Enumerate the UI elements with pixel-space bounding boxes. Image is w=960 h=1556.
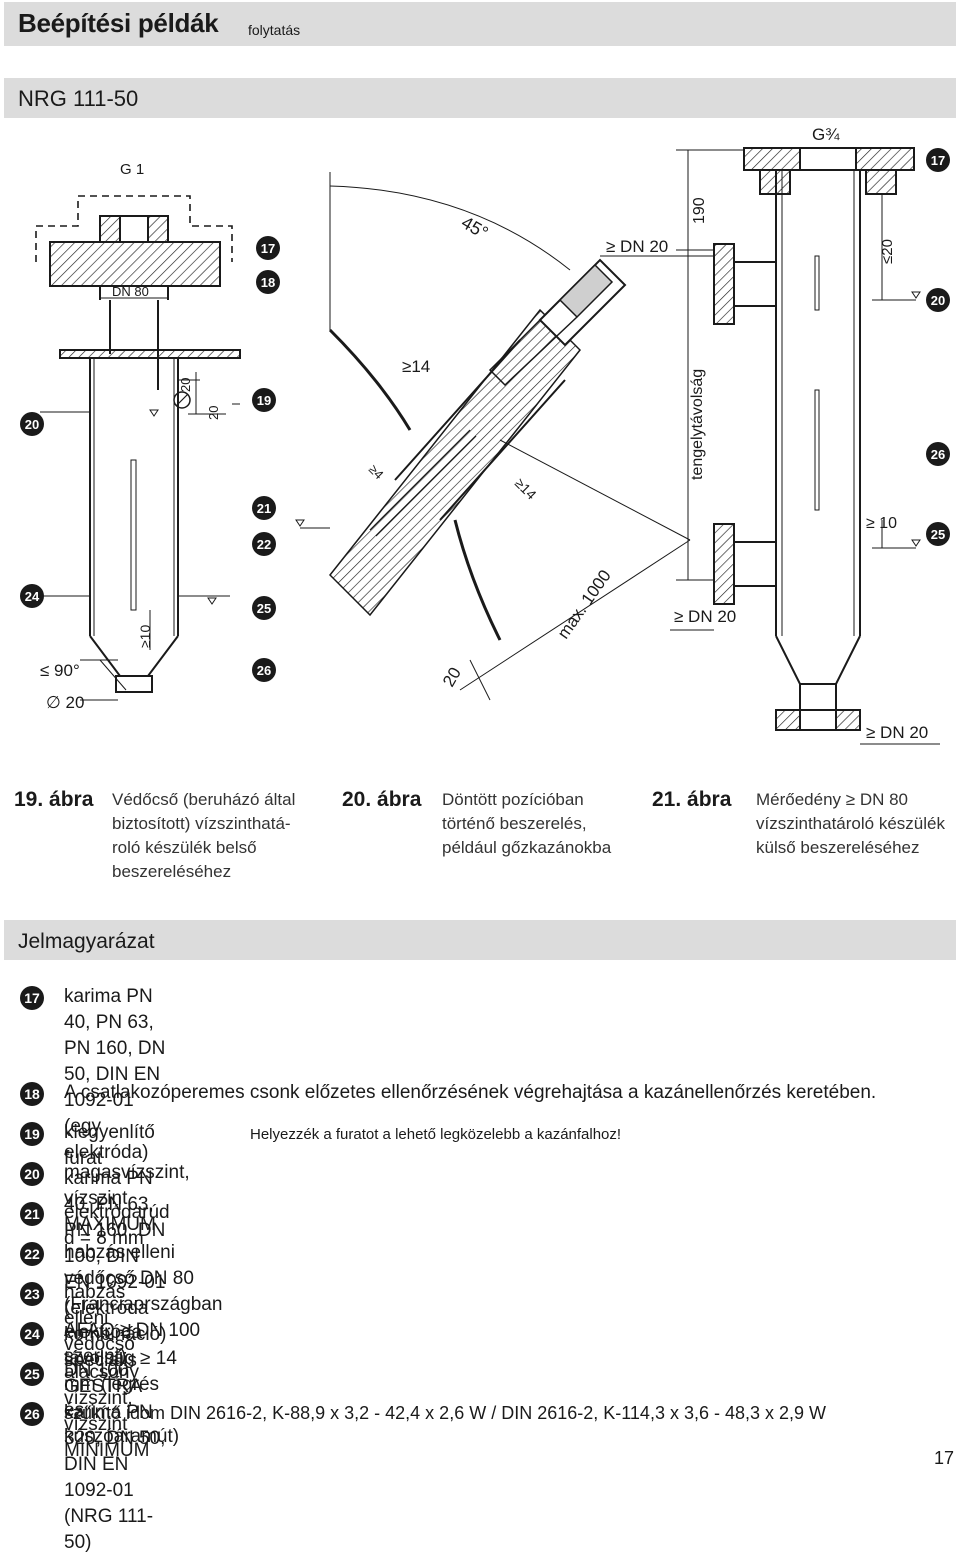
caption-21-text: Mérőedény ≥ DN 80 vízszinthatároló készü…	[756, 790, 945, 857]
legend-badge: 19	[20, 1122, 44, 1146]
badge-25: 25	[931, 527, 945, 542]
figure-21-drawing	[600, 147, 940, 745]
header-bar	[4, 2, 956, 46]
legend-text: szűkítő idom DIN 2616-2, K-88,9 x 3,2 - …	[64, 1403, 827, 1423]
legend-badge: 24	[20, 1322, 44, 1346]
legend-bar	[4, 920, 956, 960]
figure-19-labels: G 1 DN 80 20 20 ≥10 ≤ 90° ∅ 20	[40, 161, 221, 712]
technical-drawings: G 1 DN 80 20 20 ≥10 ≤ 90° ∅ 20 17 18 19 …	[20, 125, 950, 745]
fig20-max-label: max. 1000	[554, 566, 615, 642]
fig19-dn-label: DN 80	[112, 284, 149, 299]
fig21-dn20a-label: ≥ DN 20	[606, 237, 668, 256]
fig19-g-label: G 1	[120, 161, 144, 178]
legend-text: magasvízszint, vízszint MAXIMUM	[64, 1162, 190, 1235]
badge-19: 19	[257, 393, 271, 408]
badge-17: 17	[261, 241, 275, 256]
figure-19-drawing	[35, 195, 241, 701]
fig21-dn20b-label: ≥ DN 20	[674, 607, 736, 626]
section-title: NRG 111-50	[18, 86, 139, 111]
badge-20: 20	[25, 417, 39, 432]
legend-badge: 20	[20, 1162, 44, 1186]
section-bar	[4, 78, 956, 118]
fig19-d20b-label: 20	[206, 406, 221, 420]
badge-26: 26	[931, 447, 945, 462]
badge-21: 21	[257, 501, 271, 516]
legend-text: A csatlakozóperemes csonk előzetes ellen…	[64, 1082, 877, 1103]
legend-text: elektróda távolság ≥ 14 mm (légrés és kú…	[64, 1322, 180, 1447]
legend-note: Helyezzék a furatot a lehető legközelebb…	[250, 1126, 622, 1143]
legend-badge: 23	[20, 1282, 44, 1306]
legend-text: habzás elleni védőcső DN 80 (Franciaorsz…	[64, 1242, 223, 1367]
legend-text: habzás elleni védőcső DN 100	[64, 1282, 135, 1381]
caption-21-number: 21. ábra	[652, 788, 732, 811]
figure-20-drawing	[295, 172, 691, 701]
legend-text: karima PN 40, PN 63, PN 160, DN 50, DIN …	[64, 986, 167, 1553]
badge-17: 17	[931, 153, 945, 168]
page-title: Beépítési példák	[18, 8, 219, 38]
fig21-le20-label: ≤20	[879, 239, 896, 264]
figure-19-badges: 17 18 19 20 21 22 24 25 26	[20, 236, 280, 682]
legend-badge: 17	[20, 986, 44, 1010]
caption-20-number: 20. ábra	[342, 788, 422, 811]
badge-25: 25	[257, 601, 271, 616]
figure-21-labels: G¾ 190 ≥ DN 20 ≤20 tengelytávolság ≥ 10 …	[606, 125, 928, 742]
fig19-d20a-label: 20	[178, 378, 193, 392]
legend-badge: 26	[20, 1402, 44, 1426]
legend-badge: 21	[20, 1202, 44, 1226]
badge-18: 18	[261, 275, 275, 290]
legend-text: kiegyenlítő furat	[64, 1122, 155, 1169]
badge-26: 26	[257, 663, 271, 678]
fig19-le90-label: ≤ 90°	[40, 661, 80, 680]
legend-text: elektródarúd d = 8 mm	[64, 1202, 170, 1249]
fig19-ge10-label: ≥10	[137, 625, 153, 648]
fig20-ge4-label: ≥4	[366, 462, 387, 483]
caption-20-text: Döntött pozícióban történő beszerelés, p…	[442, 790, 612, 857]
badge-24: 24	[25, 589, 40, 604]
badge-22: 22	[257, 537, 271, 552]
fig21-g-label: G¾	[812, 125, 840, 144]
fig20-angle-label: 45°	[458, 212, 492, 243]
fig21-dn20c-label: ≥ DN 20	[866, 723, 928, 742]
legend-text: alacsony vízszint, vízszint MINIMUM	[64, 1362, 150, 1461]
fig20-ge14b-label: ≥14	[512, 475, 540, 503]
badge-20: 20	[931, 293, 945, 308]
page-number: 17	[933, 1448, 954, 1468]
legend-badge: 22	[20, 1242, 44, 1266]
fig19-dia20-label: ∅ 20	[46, 693, 84, 712]
fig20-d20-label: 20	[439, 664, 465, 690]
figure-21-badges: 17 20 26 25	[926, 148, 950, 546]
fig20-ge14a-label: ≥14	[402, 357, 430, 376]
fig21-d190-label: 190	[691, 197, 708, 224]
legend-badge: 18	[20, 1082, 44, 1106]
legend-title: Jelmagyarázat	[18, 930, 155, 953]
legend-badge: 25	[20, 1362, 44, 1386]
page-subtitle: folytatás	[248, 22, 301, 38]
fig21-ge10-label: ≥ 10	[866, 515, 897, 532]
caption-19-text: Védőcső (beruházó által biztosított) víz…	[112, 790, 296, 881]
caption-19-number: 19. ábra	[14, 788, 94, 811]
fig21-axis-label: tengelytávolság	[689, 369, 706, 480]
